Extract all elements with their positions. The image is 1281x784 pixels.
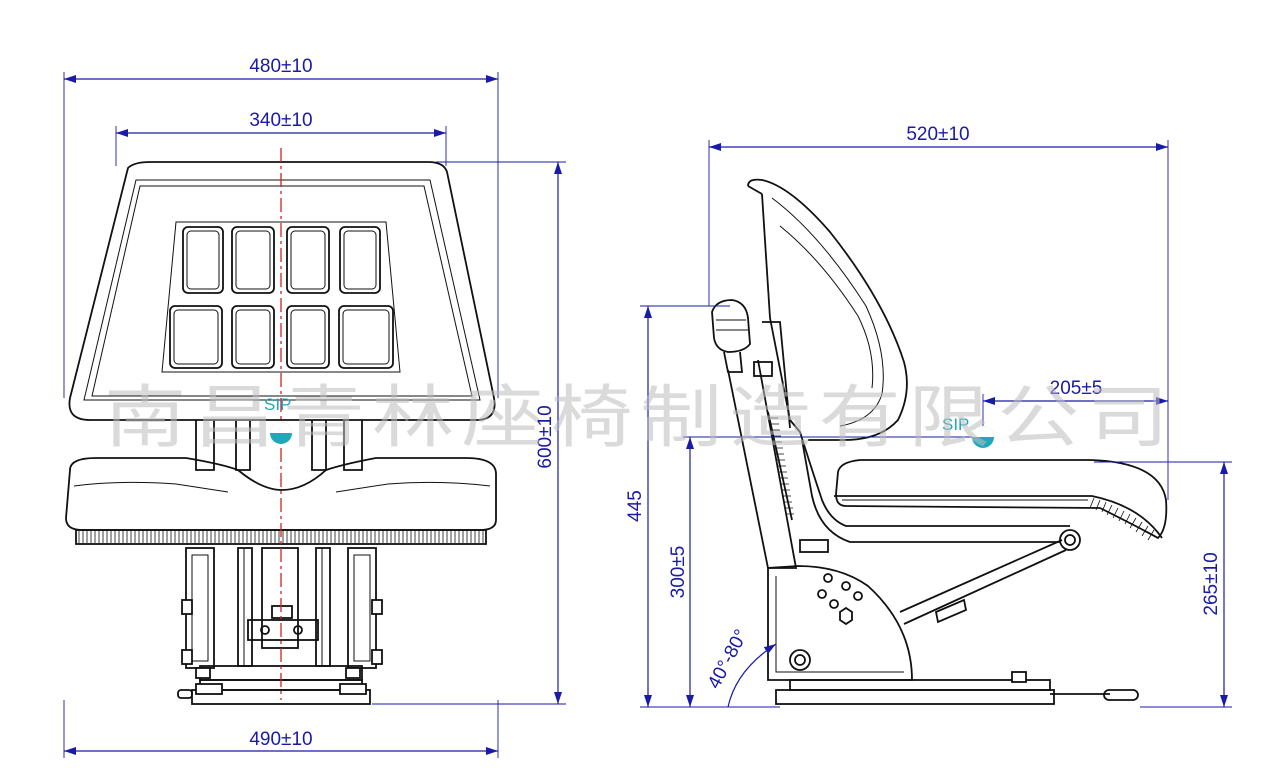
front-bolts <box>181 599 383 695</box>
front-suspension <box>177 547 383 705</box>
front-dimensions: 480±10 340±10 490±10 600±10 <box>63 56 566 758</box>
side-seat-cushion <box>789 419 1168 553</box>
dim-seat-height: 265±10 <box>1201 552 1222 615</box>
front-seat-cushion-ribs <box>78 531 484 543</box>
front-backrest-brackets <box>195 420 363 471</box>
side-view <box>711 178 1168 705</box>
sip-marker-front <box>270 422 292 444</box>
dim-overall-height: 600±10 <box>535 405 556 468</box>
side-backrest <box>747 178 908 441</box>
sip-marker-side <box>972 426 994 448</box>
side-cushion-ribs <box>1089 497 1155 541</box>
sip-label-side: SIP <box>942 415 969 434</box>
sip-label-front: SIP <box>264 395 291 414</box>
dim-arc-backrest-angle <box>727 643 777 708</box>
backrest-pads <box>161 221 401 373</box>
dim-backrest-width: 340±10 <box>249 110 312 131</box>
company-watermark: 南昌青林座椅制造有限公司 <box>104 380 1176 456</box>
front-view <box>65 148 497 705</box>
front-backrest <box>68 161 496 421</box>
side-adjust-knob <box>711 299 751 373</box>
dim-backrest-angle: 40°-80° <box>704 626 752 692</box>
dim-sip-height: 300±5 <box>668 546 689 599</box>
dim-445: 445 <box>625 490 646 522</box>
side-suspension <box>767 529 1139 705</box>
dim-overall-depth: 520±10 <box>906 124 969 145</box>
side-recline-frame <box>727 321 798 569</box>
side-ratchet-teeth <box>767 411 794 521</box>
dim-sip-offset: 205±5 <box>1050 378 1103 399</box>
dim-base-width: 490±10 <box>249 729 312 750</box>
dim-overall-width: 480±10 <box>249 56 312 77</box>
